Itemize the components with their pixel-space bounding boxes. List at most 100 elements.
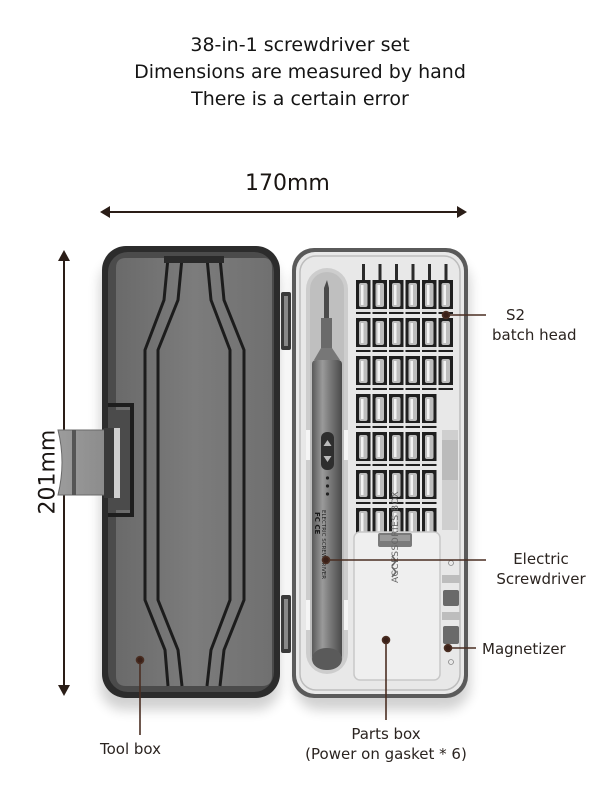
bit-highlight <box>427 437 430 457</box>
bit-separator <box>389 499 404 502</box>
bit-separator <box>389 309 404 312</box>
bit-separator <box>405 461 420 464</box>
bit-shaft <box>428 264 431 282</box>
bit-separator <box>422 423 437 426</box>
hinge <box>281 292 291 653</box>
bit-highlight <box>443 361 446 381</box>
leader-dot-screwdriver <box>321 555 331 565</box>
latch-clip <box>57 428 120 498</box>
heading-line-3: There is a certain error <box>191 88 409 110</box>
callout-bits-line2: batch head <box>492 326 577 344</box>
bit-separator <box>372 423 387 426</box>
bit-highlight <box>410 513 413 533</box>
bit-highlight <box>427 361 430 381</box>
bit-separator <box>356 499 371 502</box>
bit-highlight <box>410 361 413 381</box>
bit-shaft <box>444 264 448 282</box>
bit-shaft <box>378 264 382 282</box>
bit-highlight <box>394 285 397 305</box>
leader-dot-partsbox <box>381 635 391 645</box>
callout-toolbox-line1: Tool box <box>100 740 162 758</box>
bit-separator <box>438 385 453 388</box>
heading: 38-in-1 screwdriver set Dimensions are m… <box>0 32 600 113</box>
bit-highlight <box>394 323 397 343</box>
bit-separator <box>405 347 420 350</box>
bit-highlight <box>377 475 380 495</box>
bit-separator <box>356 347 371 350</box>
bit-separator <box>372 309 387 312</box>
bit-highlight <box>361 475 364 495</box>
bit-separator <box>405 309 420 312</box>
bit-separator <box>422 499 437 502</box>
callout-screwdriver-line1: Electric <box>513 550 569 568</box>
bit-highlight <box>443 323 446 343</box>
bit-highlight <box>361 323 364 343</box>
bit-highlight <box>410 475 413 495</box>
bit-separator <box>389 347 404 350</box>
certification-marking: FC CE <box>313 512 321 534</box>
callout-screwdriver: Electric Screwdriver <box>486 549 596 589</box>
bit-highlight <box>361 361 364 381</box>
bit-highlight <box>394 475 397 495</box>
bit-highlight <box>361 437 364 457</box>
bit-highlight <box>427 285 430 305</box>
bit-separator <box>372 385 387 388</box>
bit-separator <box>372 461 387 464</box>
callout-bits-line1: S2 <box>506 306 526 324</box>
bit-separator <box>438 309 453 312</box>
callout-toolbox: Tool box <box>100 739 161 759</box>
callout-magnetizer-line1: Magnetizer <box>482 640 566 658</box>
bit-highlight <box>394 437 397 457</box>
leader-dot-bits <box>441 310 451 320</box>
bit-highlight <box>361 285 364 305</box>
bit-highlight <box>410 285 413 305</box>
bit-highlight <box>377 399 380 419</box>
bit-separator <box>422 347 437 350</box>
bit-highlight <box>377 285 380 305</box>
callout-bits: S2 batch head <box>492 305 592 345</box>
callout-partsbox-line2: (Power on gasket * 6) <box>305 745 467 763</box>
leader-dot-toolbox <box>135 655 145 665</box>
bit-highlight <box>394 399 397 419</box>
bit-separator <box>372 499 387 502</box>
bit-highlight <box>427 323 430 343</box>
electric-screwdriver: ELECTRIC SCREWDRIVER FC CE <box>306 268 348 674</box>
bit-highlight <box>427 513 430 533</box>
bit-highlight <box>377 437 380 457</box>
bit-highlight <box>394 361 397 381</box>
bit-highlight <box>410 323 413 343</box>
leader-dot-magnetizer <box>443 643 453 653</box>
bit-separator <box>389 423 404 426</box>
bit-separator <box>356 423 371 426</box>
width-dimension-arrow <box>100 206 467 218</box>
callout-partsbox-line1: Parts box <box>351 725 421 743</box>
bit-separator <box>422 309 437 312</box>
callout-partsbox: Parts box (Power on gasket * 6) <box>296 724 476 764</box>
bit-shaft <box>362 264 365 282</box>
bit-shaft <box>395 264 398 282</box>
s2-bit-grid <box>356 264 453 542</box>
callout-magnetizer: Magnetizer <box>482 639 566 659</box>
screwdriver-marking: ELECTRIC SCREWDRIVER <box>320 510 326 579</box>
bit-highlight <box>377 323 380 343</box>
leader-lines <box>135 310 486 735</box>
bit-separator <box>372 347 387 350</box>
bit-highlight <box>361 399 364 419</box>
bit-separator <box>422 385 437 388</box>
bit-highlight <box>427 399 430 419</box>
bit-highlight <box>443 285 446 305</box>
bit-separator <box>389 385 404 388</box>
heading-line-1: 38-in-1 screwdriver set <box>190 34 410 56</box>
callout-screwdriver-line2: Screwdriver <box>496 570 586 588</box>
bit-separator <box>405 499 420 502</box>
bit-highlight <box>377 361 380 381</box>
accessories-box-marking: ACCESSORIES BOX <box>391 491 401 583</box>
bit-separator <box>422 461 437 464</box>
bit-separator <box>405 423 420 426</box>
bit-shaft <box>411 264 415 282</box>
bit-separator <box>389 461 404 464</box>
tool-box-lid <box>102 246 280 698</box>
bit-highlight <box>394 513 397 533</box>
bit-separator <box>356 309 371 312</box>
